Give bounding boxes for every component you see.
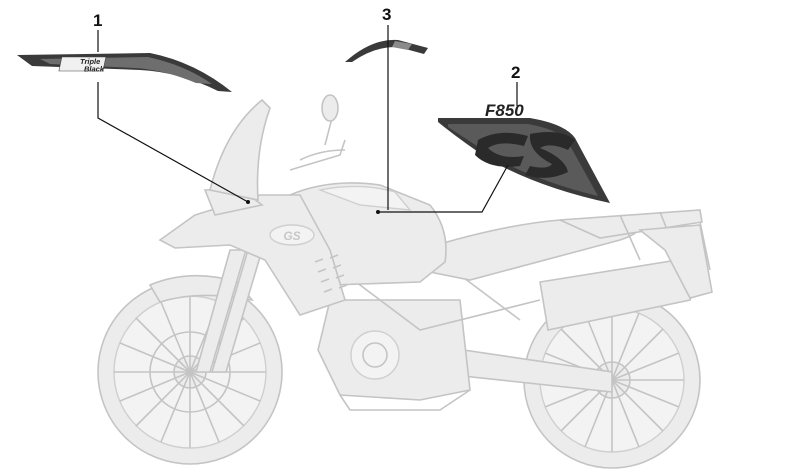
decal-2-model-text: F850	[485, 101, 524, 120]
fairing-badge-text: GS	[283, 229, 300, 243]
decal-1-triple-black: Triple Black	[17, 53, 232, 92]
front-wheel	[97, 279, 283, 465]
callout-number-1: 1	[93, 11, 102, 30]
motorcycle-illustration: GS	[97, 94, 713, 469]
decal-1-text-line1: Triple	[80, 57, 100, 66]
callout-number-2: 2	[511, 63, 520, 82]
callout-number-3: 3	[382, 5, 391, 24]
leader-lines	[97, 25, 518, 214]
decal-2-f850gs: F850	[438, 101, 610, 203]
decal-1-text-line2: Black	[84, 65, 105, 74]
decal-3-tank-stripe	[345, 39, 428, 62]
